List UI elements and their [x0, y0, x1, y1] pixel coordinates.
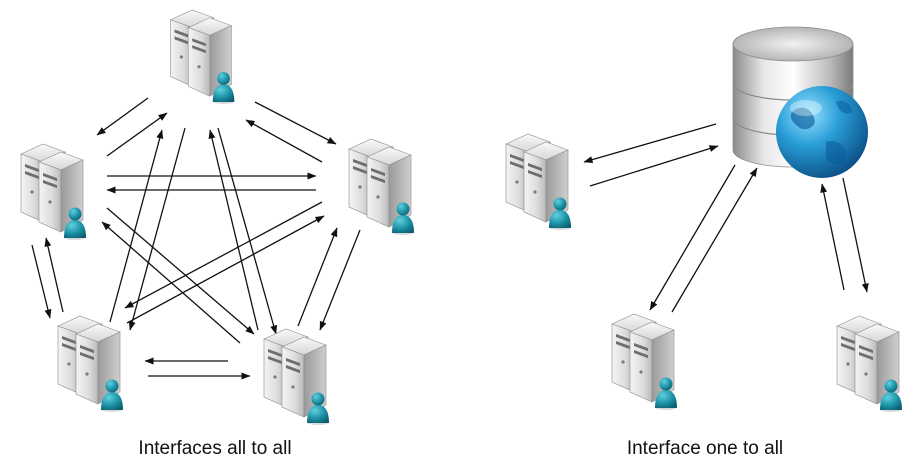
server-2-icon	[20, 143, 87, 240]
all-to-all-arrows	[31, 97, 361, 380]
server-3-icon	[348, 138, 415, 235]
server-5-icon	[263, 328, 330, 425]
server-c-icon	[836, 315, 903, 412]
caption-one-to-all: Interface one to all	[626, 438, 784, 459]
caption-all-to-all: Interfaces all to all	[138, 438, 292, 459]
one-to-all-arrows	[583, 123, 869, 313]
server-1-icon	[170, 9, 235, 104]
server-a-icon	[505, 133, 572, 230]
server-4-icon	[57, 315, 124, 412]
database-globe-icon	[732, 26, 868, 178]
server-b-icon	[611, 313, 678, 410]
